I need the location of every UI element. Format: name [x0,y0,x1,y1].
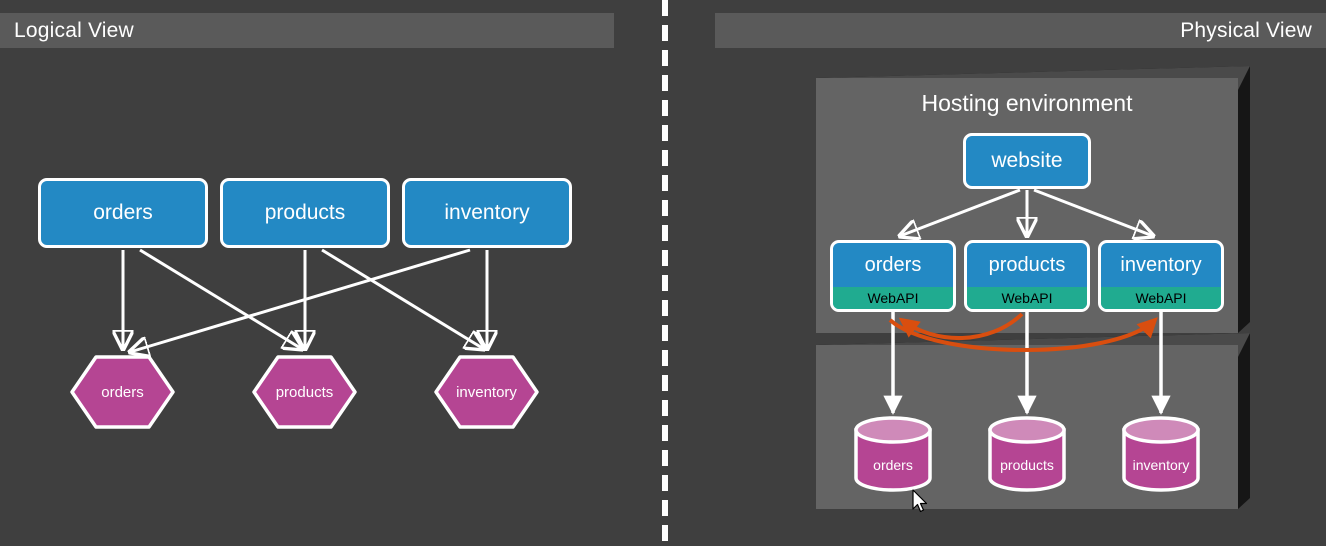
physical-service-orders-api: WebAPI [833,287,953,309]
physical-service-products-api: WebAPI [967,287,1087,309]
physical-database-inventory[interactable]: inventory [1121,416,1201,492]
hosting-environment-title: Hosting environment [921,90,1133,116]
logical-datastore-inventory-label: inventory [456,383,517,401]
physical-website-label: website [991,149,1063,172]
physical-service-orders-label: orders [864,253,922,276]
logical-service-inventory[interactable]: inventory [402,178,572,248]
logical-service-orders[interactable]: orders [38,178,208,248]
logical-datastore-products-label: products [275,383,334,401]
physical-database-orders-label: orders [873,457,913,473]
physical-view-header: Physical View [715,13,1326,48]
vertical-dashed-divider [662,0,668,546]
physical-service-inventory-label: inventory [1120,253,1202,276]
physical-database-orders[interactable]: orders [853,416,933,492]
physical-service-inventory[interactable]: inventory WebAPI [1098,240,1224,312]
logical-datastore-orders-label: orders [101,383,144,401]
logical-service-products-label: products [264,201,346,224]
physical-service-products-label: products [988,253,1066,276]
logical-service-products[interactable]: products [220,178,390,248]
logical-datastore-inventory[interactable]: inventory [433,354,540,430]
physical-database-products-label: products [1000,457,1054,473]
physical-service-inventory-api: WebAPI [1101,287,1221,309]
physical-service-orders[interactable]: orders WebAPI [830,240,956,312]
physical-view-title: Physical View [1180,18,1312,42]
physical-service-products[interactable]: products WebAPI [964,240,1090,312]
logical-view-title: Logical View [14,18,134,42]
logical-service-orders-label: orders [93,201,153,224]
hosting-environment-container: Hosting environment [816,78,1238,333]
physical-database-products[interactable]: products [987,416,1067,492]
physical-website-node[interactable]: website [963,133,1091,189]
logical-view-header: Logical View [0,13,614,48]
logical-service-inventory-label: inventory [444,201,530,224]
mouse-cursor [912,489,930,515]
physical-database-inventory-label: inventory [1132,457,1190,473]
logical-datastore-orders[interactable]: orders [69,354,176,430]
logical-datastore-products[interactable]: products [251,354,358,430]
